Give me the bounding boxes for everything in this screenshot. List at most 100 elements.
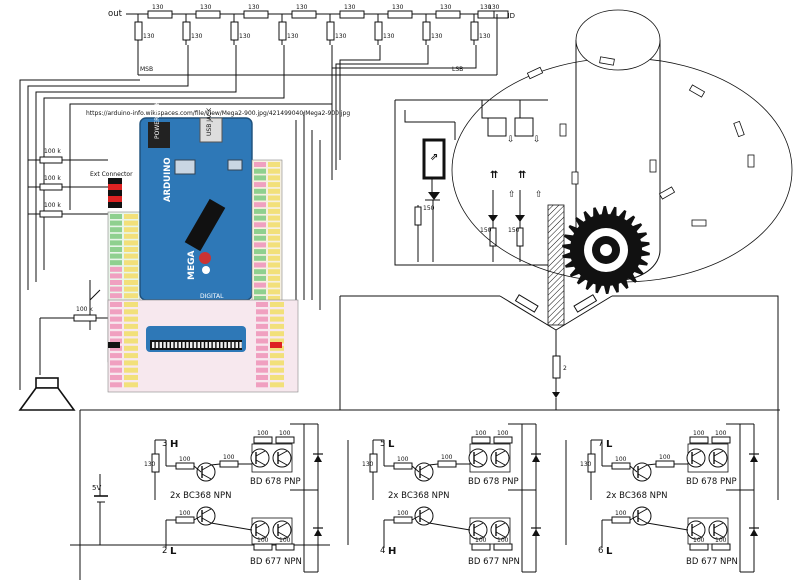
driver-transistor-label: 2x BC368 NPN xyxy=(606,491,668,501)
base-resistor xyxy=(493,436,513,444)
header-pin xyxy=(124,286,138,292)
ladder-resistor-label: 130 xyxy=(287,33,299,40)
header-pin xyxy=(254,262,266,268)
header-pin xyxy=(270,375,284,380)
phase-bottom-pin: 6 xyxy=(598,546,603,556)
header-pin xyxy=(209,342,212,348)
header-pin xyxy=(110,302,122,307)
header-pin xyxy=(124,309,138,315)
header-pin xyxy=(256,323,268,329)
header-pin xyxy=(268,175,280,181)
supply-voltage-label: 5V xyxy=(92,484,101,492)
phase-bottom-pin: 4 xyxy=(380,546,385,556)
transistor-icon xyxy=(490,448,510,468)
transistor-icon xyxy=(414,506,434,526)
header-pin xyxy=(256,367,268,373)
header-pin xyxy=(110,338,122,344)
header-pin xyxy=(110,266,122,272)
ladder-terminator-resistor xyxy=(477,10,495,19)
header-pin xyxy=(190,342,193,348)
ladder-series-resistor xyxy=(291,10,317,19)
left-resistor-3: 100 k xyxy=(44,202,61,209)
ladder-resistor-label: 130 xyxy=(431,33,443,40)
base-resistor-label: 100 xyxy=(397,510,409,517)
ladder-resistor-label: 130 xyxy=(248,4,260,11)
header-pin xyxy=(124,247,138,252)
base-resistor-label: 100 xyxy=(179,456,191,463)
header-pin xyxy=(268,289,280,295)
base-resistor xyxy=(275,543,295,551)
base-resistor-label: 100 xyxy=(257,430,269,437)
header-pin xyxy=(270,345,284,351)
header-pin xyxy=(268,282,280,288)
header-pin xyxy=(254,289,266,295)
base-resistor xyxy=(393,462,413,470)
mega-model-text: MEGA xyxy=(187,251,197,280)
base-resistor xyxy=(493,543,513,551)
header-pin xyxy=(171,342,174,348)
sensor-resistor-2: 150 xyxy=(480,227,492,234)
header-pin xyxy=(268,195,280,201)
header-pin xyxy=(239,342,242,348)
header-pin xyxy=(268,255,280,261)
header-pin xyxy=(254,282,266,288)
drive-resistor xyxy=(369,453,378,473)
drive-resistor-label: 130 xyxy=(144,461,156,468)
header-pin xyxy=(124,338,138,344)
header-pin xyxy=(124,353,138,359)
ladder-series-resistor xyxy=(195,10,221,19)
motor-disc xyxy=(451,9,793,326)
header-pin xyxy=(268,249,280,255)
transistor-icon xyxy=(250,448,270,468)
header-pin xyxy=(256,309,268,315)
header-pin xyxy=(124,331,138,337)
header-pin xyxy=(256,360,268,366)
r2r-ladder: out GND 13013013013013013013013013013013… xyxy=(108,4,515,76)
header-pin xyxy=(124,293,138,299)
flyback-diode-icon xyxy=(750,529,758,536)
header-pin xyxy=(124,382,138,388)
header-pin xyxy=(268,208,280,214)
ladder-resistor-label: 130 xyxy=(191,33,203,40)
header-pin xyxy=(254,208,266,214)
header-pin xyxy=(212,342,216,348)
sensor-a-light-icon: ⇈ xyxy=(490,170,498,181)
base-resistor xyxy=(471,436,491,444)
header-pin xyxy=(152,342,155,348)
header-pin xyxy=(235,342,238,348)
base-resistor xyxy=(175,462,195,470)
header-pin xyxy=(124,323,138,329)
header-pin xyxy=(254,215,266,221)
base-resistor-label: 100 xyxy=(279,430,291,437)
header-pin xyxy=(268,202,280,208)
header-pin xyxy=(270,309,284,315)
phase-bottom-level: L xyxy=(606,546,613,557)
sensor-a-up-icon: ⇧ xyxy=(508,190,516,200)
header-pin xyxy=(110,280,122,285)
base-resistor-label: 100 xyxy=(441,454,453,461)
flyback-diode-icon xyxy=(750,455,758,462)
ladder-series-resistor xyxy=(339,10,365,19)
wye-winding: 2 xyxy=(339,294,779,500)
header-pin xyxy=(201,342,204,348)
ladder-shunt-resistor xyxy=(422,21,431,41)
pnp-power-label: BD 678 PNP xyxy=(686,477,737,487)
transistor-icon xyxy=(196,506,216,526)
drive-resistor xyxy=(587,453,596,473)
sensor-resistor-3: 150 xyxy=(508,227,520,234)
ladder-shunt-resistor xyxy=(182,21,191,41)
base-resistor-label: 100 xyxy=(715,430,727,437)
header-pin xyxy=(254,275,266,281)
flyback-diode-icon xyxy=(532,455,540,462)
header-pin xyxy=(182,342,185,348)
header-pin xyxy=(254,182,266,188)
header-pin xyxy=(256,375,268,380)
header-pin xyxy=(159,342,162,348)
sensor-block: ⇗ 150 ⇩ ⇩ ⇈ ⇈ ⇧ ⇧ 150 150 xyxy=(394,99,548,266)
base-resistor xyxy=(611,462,631,470)
header-pin xyxy=(110,323,122,329)
header-pin xyxy=(224,342,227,348)
header-pin xyxy=(178,342,181,348)
